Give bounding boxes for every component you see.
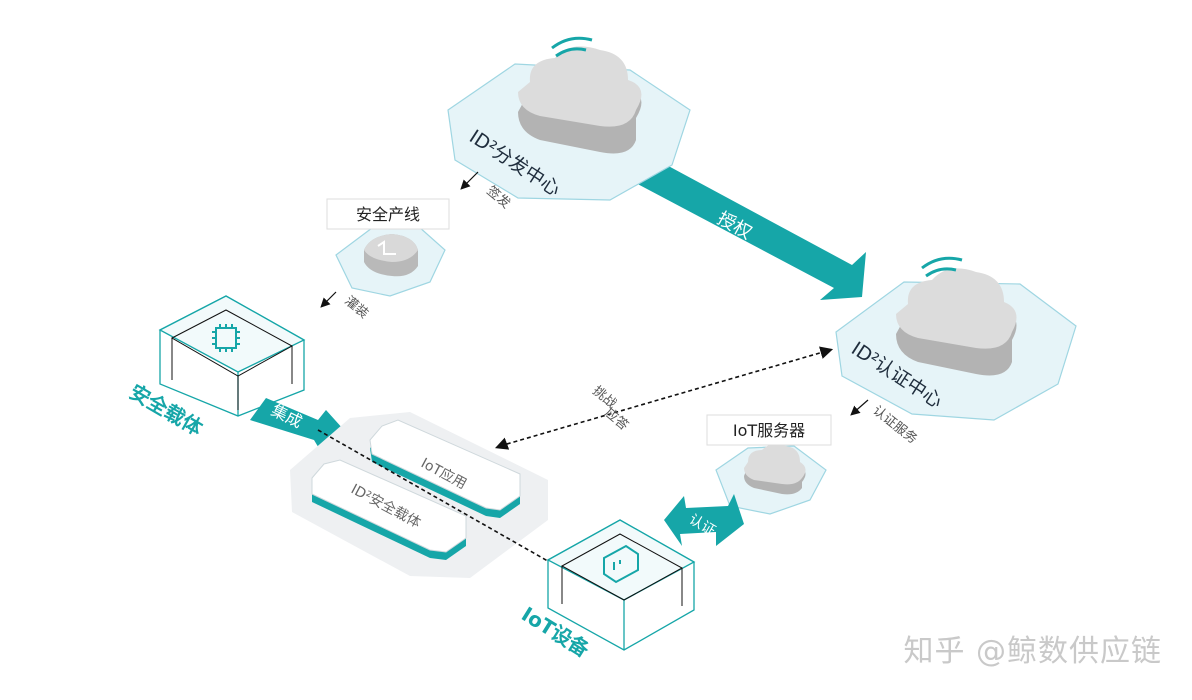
cloud-icon: [896, 268, 1017, 376]
factory-icon: [364, 234, 418, 277]
authenticate-arrow: 认证: [664, 494, 744, 546]
link-dashed: [317, 429, 561, 569]
device-icon: [603, 544, 639, 584]
production-line-label-box: [326, 198, 450, 230]
iot-server-label-box: [706, 414, 832, 446]
cloud-icon: [518, 46, 642, 154]
iot-server-label: IoT服务器: [733, 421, 805, 440]
inject-arrow: 灌装: [320, 291, 371, 322]
response-label: 应答: [601, 405, 631, 434]
integrate-arrow: 集成: [250, 398, 344, 450]
inject-label: 灌装: [341, 294, 371, 322]
watermark-text: 知乎 @鲸数供应链: [903, 634, 1162, 669]
production-line: 安全产线: [326, 198, 450, 297]
iot-server: IoT服务器: [706, 414, 832, 515]
iot-app-card: IoT应用: [369, 419, 521, 518]
cloud-icon: [744, 443, 806, 495]
wifi-icon: [551, 36, 593, 58]
iot-device-box: IoT设备: [517, 519, 696, 662]
device-software-group: IoT应用 ID²安全载体: [290, 412, 548, 578]
production-line-label: 安全产线: [356, 205, 420, 224]
authorize-arrow: 授权: [628, 155, 866, 300]
chip-icon: [212, 324, 240, 352]
auth-center: ID²认证中心: [835, 256, 1077, 421]
wifi-icon: [921, 256, 963, 278]
